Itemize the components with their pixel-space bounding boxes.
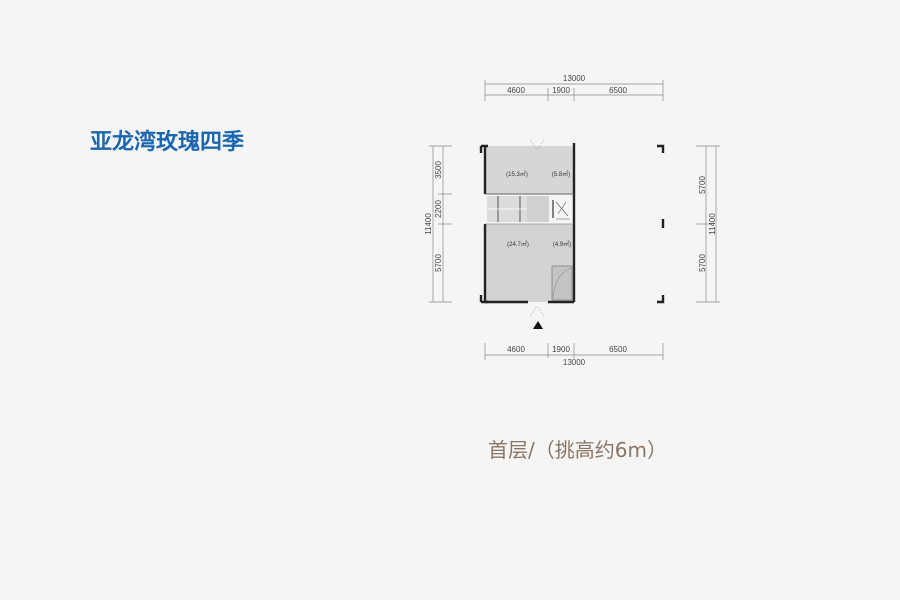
dim-top-2: 1900 xyxy=(552,86,570,95)
walls xyxy=(479,143,665,304)
dim-left-1: 3500 xyxy=(434,161,443,179)
dimension-lines xyxy=(429,80,720,360)
dim-top-total: 13000 xyxy=(563,74,586,83)
room-area-2: (5.8㎡) xyxy=(552,170,570,178)
dim-left-3: 5700 xyxy=(434,254,443,272)
hall xyxy=(527,196,549,222)
room-area-3: (24.7㎡) xyxy=(507,240,529,248)
dim-right-2: 5700 xyxy=(698,254,707,272)
room-area-1: (15.3㎡) xyxy=(506,170,528,178)
dim-right-total: 11400 xyxy=(708,213,717,235)
dim-bottom-1: 4600 xyxy=(507,345,525,354)
dim-left-2: 2200 xyxy=(434,200,443,218)
room-area-4: (4.9㎡) xyxy=(553,240,571,248)
dim-bottom-2: 1900 xyxy=(552,345,570,354)
dim-left-total: 11400 xyxy=(424,213,433,235)
dim-right-1: 5700 xyxy=(698,176,707,194)
floor-caption: 首层/（挑高约6m） xyxy=(488,438,667,462)
dim-top-1: 4600 xyxy=(507,86,525,95)
room-upper xyxy=(485,146,574,194)
entrance-arrow-icon xyxy=(533,321,543,329)
bathroom xyxy=(551,265,573,301)
dim-bottom-total: 13000 xyxy=(563,358,586,367)
dim-bottom-3: 6500 xyxy=(609,345,627,354)
dim-top-3: 6500 xyxy=(609,86,627,95)
project-title: 亚龙湾玫瑰四季 xyxy=(90,130,245,155)
